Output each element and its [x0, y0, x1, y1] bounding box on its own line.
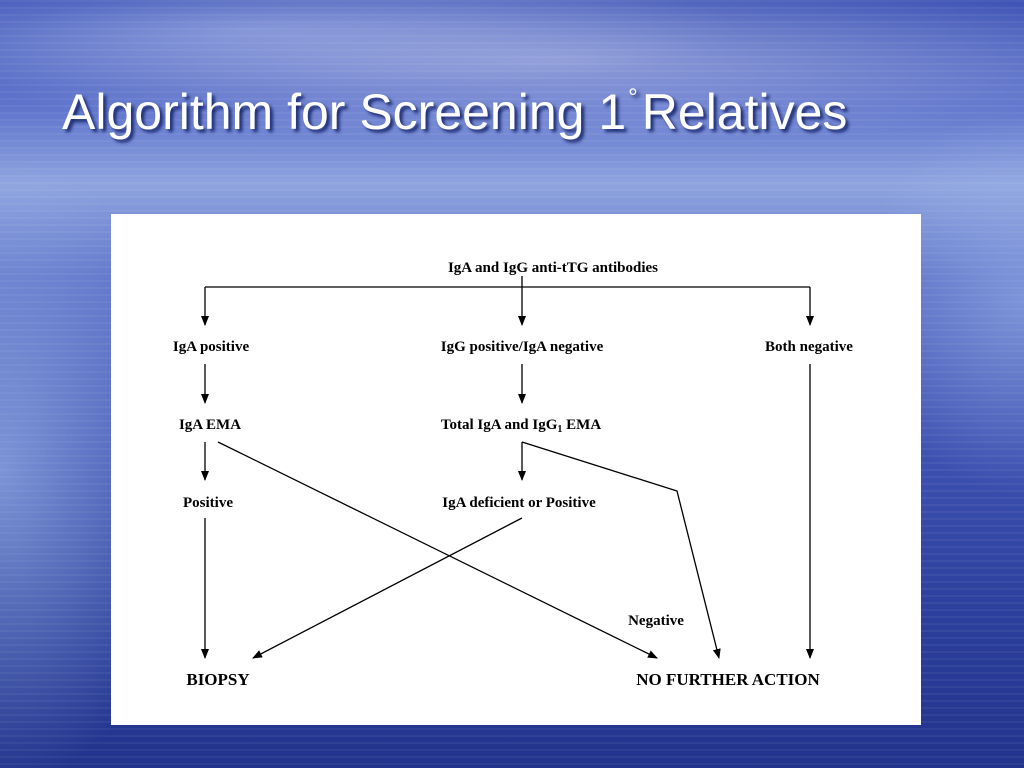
node-igg-positive-iga-negative: IgG positive/IgA negative [440, 339, 604, 355]
total-ema-suffix: EMA [562, 417, 602, 433]
node-iga-ema: IgA EMA [178, 417, 242, 433]
node-iga-positive: IgA positive [172, 339, 250, 355]
title-main: Algorithm for Screening 1 [62, 84, 627, 140]
total-ema-subscript: 1 [557, 424, 563, 435]
arrow-total-ema-negative-to-no-action [521, 441, 721, 659]
node-no-further-action: NO FURTHER ACTION [636, 670, 820, 689]
arrow-ema-negative-to-no-action [217, 441, 658, 659]
arrow-deficient-to-biopsy [252, 517, 523, 659]
total-ema-prefix: Total IgA and IgG [440, 417, 558, 433]
flowchart-panel: IgA and IgG anti-tTG antibodies IgA posi… [111, 214, 921, 725]
node-positive: Positive [183, 495, 233, 511]
node-total-iga-igg1-ema: Total IgA and IgG1 EMA [441, 416, 601, 439]
label-negative: Negative [628, 613, 684, 629]
title-rest: Relatives [641, 84, 848, 140]
slide-title: Algorithm for Screening 1°Relatives [62, 78, 847, 156]
node-both-negative: Both negative [765, 339, 853, 355]
flowchart-connectors [201, 276, 814, 659]
node-biopsy: BIOPSY [186, 670, 250, 689]
node-iga-deficient-or-positive: IgA deficient or Positive [442, 495, 596, 511]
title-degree-symbol: ° [628, 84, 638, 111]
node-root-antibodies: IgA and IgG anti-tTG antibodies [447, 260, 659, 276]
